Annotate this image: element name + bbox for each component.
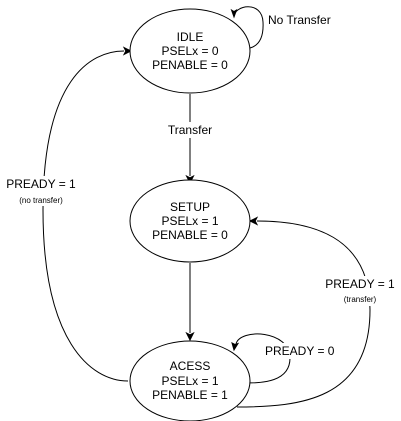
state-setup-ellipse — [129, 179, 251, 263]
idle-self-loop-label: No Transfer — [268, 13, 331, 27]
access-to-setup-arrowhead — [248, 216, 259, 226]
setup-to-access-arrowhead — [185, 331, 195, 342]
access-to-idle-edge — [42, 50, 129, 382]
access-self-loop-arrowhead — [231, 342, 240, 352]
access-to-setup-edge — [236, 220, 371, 408]
state-setup-penable: PENABLE = 0 — [152, 228, 228, 242]
state-idle-ellipse — [129, 8, 251, 94]
state-idle-penable: PENABLE = 0 — [152, 58, 228, 72]
state-setup-psel: PSELx = 1 — [161, 214, 218, 228]
access-to-idle-label: PREADY = 1 — [6, 177, 76, 191]
state-access: ACESS PSELx = 1 PENABLE = 1 — [129, 340, 251, 421]
access-self-loop-label: PREADY = 0 — [265, 344, 335, 358]
access-to-idle-sublabel: (no transfer) — [19, 196, 63, 205]
access-to-setup-sublabel: (transfer) — [344, 295, 377, 304]
access-to-idle-arrowhead — [122, 46, 133, 56]
access-to-setup-label: PREADY = 1 — [325, 277, 395, 291]
state-access-psel: PSELx = 1 — [161, 374, 218, 388]
state-access-name: ACESS — [170, 359, 211, 373]
idle-to-setup-label: Transfer — [168, 123, 212, 137]
state-idle: IDLE PSELx = 0 PENABLE = 0 — [129, 8, 251, 94]
idle-self-loop-edge — [233, 6, 264, 49]
state-access-ellipse — [129, 340, 251, 421]
state-access-penable: PENABLE = 1 — [152, 388, 228, 402]
state-setup: SETUP PSELx = 1 PENABLE = 0 — [129, 179, 251, 263]
state-setup-name: SETUP — [170, 200, 210, 214]
idle-self-loop-arrowhead — [230, 8, 238, 19]
state-idle-psel: PSELx = 0 — [161, 44, 218, 58]
state-idle-name: IDLE — [177, 30, 204, 44]
